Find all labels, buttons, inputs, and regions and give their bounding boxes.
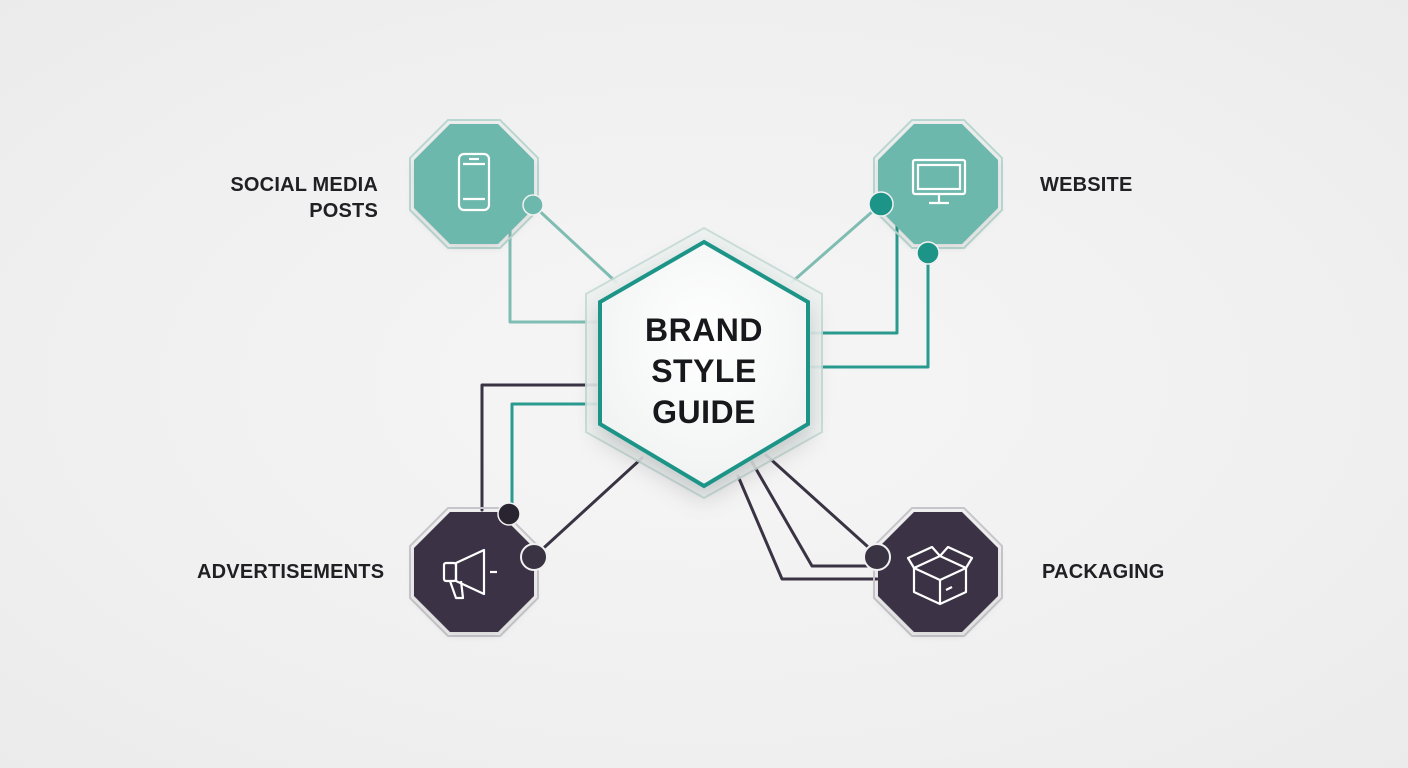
smartphone-icon bbox=[457, 152, 491, 212]
connector-ads-1 bbox=[480, 383, 598, 512]
connector-dot-social bbox=[522, 194, 544, 216]
social-media-label: SOCIAL MEDIA POSTS bbox=[230, 172, 378, 224]
connector-packaging-1 bbox=[764, 453, 879, 557]
monitor-icon bbox=[911, 158, 967, 205]
website-label: WEBSITE bbox=[1040, 174, 1133, 196]
center-hexagon bbox=[598, 239, 810, 489]
packaging-label: PACKAGING bbox=[1042, 561, 1165, 583]
connector-social-2 bbox=[508, 220, 598, 324]
connector-social-1 bbox=[531, 203, 618, 284]
node-website[interactable] bbox=[873, 119, 1003, 249]
connector-ads-2 bbox=[510, 402, 598, 512]
social-media-label-line2: POSTS bbox=[309, 200, 378, 222]
connector-website-1 bbox=[790, 202, 883, 284]
node-social[interactable] bbox=[409, 119, 539, 249]
connector-dot-website-1 bbox=[868, 191, 894, 217]
website-octagon-outline bbox=[873, 119, 1003, 249]
website-octagon bbox=[878, 124, 998, 244]
social-octagon-outline bbox=[409, 119, 539, 249]
connector-website-2 bbox=[810, 220, 899, 335]
advertisements-label: ADVERTISEMENTS bbox=[197, 561, 385, 583]
node-packaging[interactable] bbox=[873, 507, 1003, 637]
connector-dot-ads-1 bbox=[497, 502, 521, 526]
center-title-line1: BRAND bbox=[644, 312, 764, 348]
center-title: BRAND STYLE GUIDE bbox=[604, 310, 804, 433]
connector-ads-3 bbox=[534, 456, 644, 557]
social-media-label-line1: SOCIAL MEDIA bbox=[230, 174, 378, 196]
connector-dot-packaging bbox=[863, 543, 891, 571]
connector-packaging-3 bbox=[736, 474, 879, 581]
node-ads[interactable] bbox=[409, 507, 539, 637]
connector-dot-website-2 bbox=[916, 241, 940, 265]
box-icon bbox=[906, 545, 974, 606]
megaphone-icon bbox=[442, 548, 497, 600]
center-title-line2: STYLE bbox=[651, 353, 757, 389]
social-octagon bbox=[414, 124, 534, 244]
connector-website-3 bbox=[810, 251, 930, 369]
center-title-line3: GUIDE bbox=[652, 394, 756, 430]
connector-packaging-2 bbox=[750, 460, 879, 568]
connector-dot-ads-2 bbox=[520, 543, 548, 571]
ads-octagon bbox=[414, 512, 534, 632]
packaging-octagon bbox=[878, 512, 998, 632]
